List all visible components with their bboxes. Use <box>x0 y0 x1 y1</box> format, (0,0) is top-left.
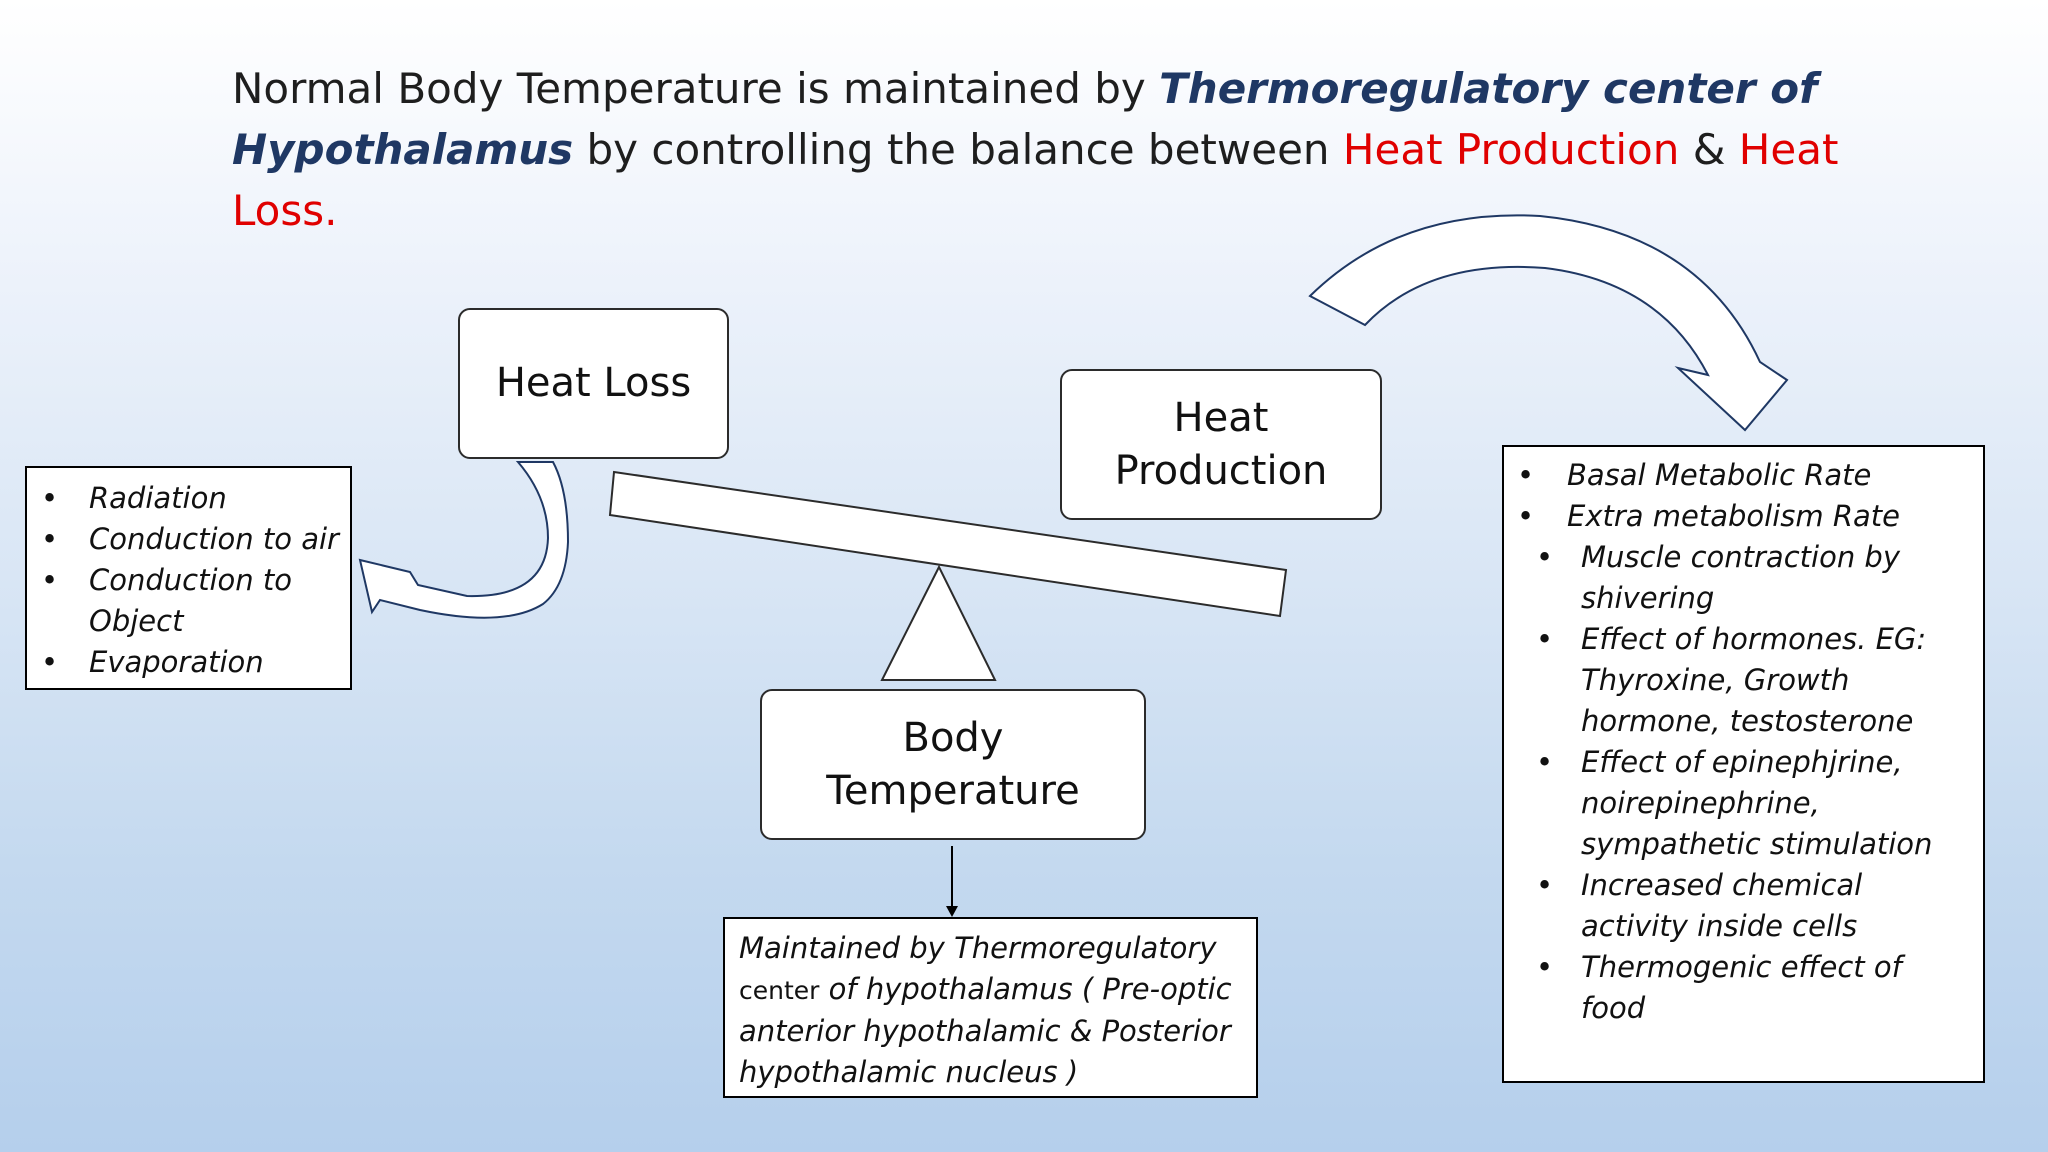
heat-loss-box: Heat Loss <box>458 308 729 459</box>
heat-production-sub-item: Effect of epinephjrine, noirepinephrine,… <box>1536 742 1973 865</box>
body-temperature-label-line-1: Body <box>902 714 1004 761</box>
title-heat-production: Heat Production <box>1342 125 1680 174</box>
heat-loss-item: Evaporation <box>41 642 340 683</box>
heat-loss-list: Radiation Conduction to air Conduction t… <box>25 466 352 690</box>
heat-production-box: Heat Production <box>1060 369 1382 520</box>
title-part-2: by controlling the balance between <box>573 125 1343 174</box>
heat-loss-item: Conduction to air <box>41 519 340 560</box>
title-ampersand: & <box>1679 125 1739 174</box>
heat-production-item: Extra metabolism Rate Muscle contraction… <box>1517 496 1973 1029</box>
seesaw-beam <box>608 470 1288 618</box>
thermoregulatory-note: Maintained by Thermoregulatory center of… <box>723 917 1258 1098</box>
heat-loss-label: Heat Loss <box>495 360 692 406</box>
body-temperature-label-line-2: Temperature <box>826 767 1080 814</box>
title-heat-loss: Heat Loss. <box>232 125 1839 235</box>
connector-arrowhead-icon <box>946 906 958 917</box>
note-center-word: center <box>739 976 820 1005</box>
heat-production-sub-item: Increased chemical activity inside cells <box>1536 865 1973 947</box>
heat-production-sub-item: Thermogenic effect of food <box>1536 947 1973 1029</box>
heat-production-item: Basal Metabolic Rate <box>1517 455 1973 496</box>
body-temperature-box: Body Temperature <box>760 689 1146 840</box>
heat-production-list: Basal Metabolic Rate Extra metabolism Ra… <box>1502 445 1985 1083</box>
heat-production-sub-item: Muscle contraction by shivering <box>1536 537 1973 619</box>
heat-production-arrow-icon <box>1308 214 1789 432</box>
slide-title: Normal Body Temperature is maintained by… <box>232 58 1872 241</box>
heat-production-label-line-1: Heat <box>1173 394 1269 441</box>
heat-loss-arrow-icon <box>358 461 570 619</box>
title-part-1: Normal Body Temperature is maintained by <box>232 64 1160 113</box>
title-hypothalamus: Thermoregulatory center of Hypothalamus <box>232 64 1818 174</box>
heat-loss-item: Conduction to Object <box>41 560 340 642</box>
heat-loss-item: Radiation <box>41 478 340 519</box>
heat-production-item-text: Extra metabolism Rate <box>1567 499 1900 533</box>
note-line-2: of hypothalamus ( Pre-optic anterior hyp… <box>739 972 1232 1089</box>
heat-production-label-line-2: Production <box>1114 447 1328 494</box>
heat-production-sub-item: Effect of hormones. EG: Thyroxine, Growt… <box>1536 619 1973 742</box>
seesaw-fulcrum <box>880 564 997 681</box>
heat-production-sublist: Muscle contraction by shivering Effect o… <box>1504 537 1973 1029</box>
note-line-1: Maintained by Thermoregulatory <box>739 931 1217 965</box>
